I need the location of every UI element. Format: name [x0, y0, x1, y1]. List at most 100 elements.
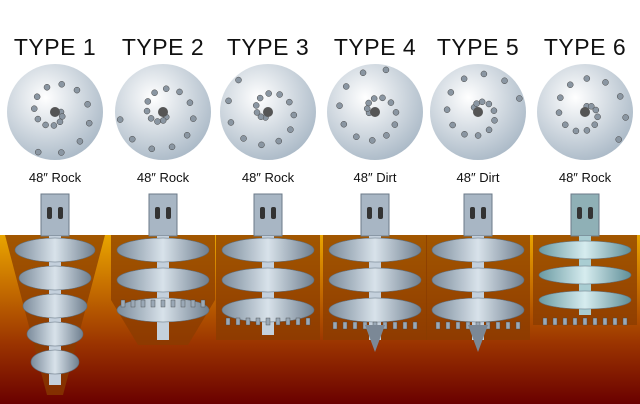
cutter-tooth [240, 135, 247, 142]
cutter-tooth [491, 117, 498, 124]
cutter-tooth [154, 118, 161, 125]
cutter-tooth [186, 99, 194, 106]
auger-flight [18, 265, 92, 291]
cutter-tooth [615, 136, 622, 143]
type-title: TYPE 3 [226, 34, 310, 60]
type-size-label: 48″ Rock [241, 170, 295, 185]
cutter-tooth [516, 95, 523, 102]
type-size-label: 48″ Dirt [353, 170, 397, 185]
pin-hole [470, 207, 475, 219]
cutter-tooth [168, 143, 176, 151]
cutter-tooth [387, 99, 395, 106]
cutting-tooth [582, 317, 588, 326]
cutter-tooth [257, 113, 265, 120]
cutting-tooth [515, 321, 521, 330]
cutter-tooth [616, 93, 624, 100]
cutter-tooth [461, 130, 468, 138]
cutter-tooth [365, 99, 372, 107]
cutter-tooth [340, 121, 348, 128]
cutter-tooth [129, 135, 136, 143]
cutter-tooth [622, 114, 629, 121]
cutter-tooth [592, 106, 600, 114]
cutter-tooth [359, 69, 367, 77]
pilot-bit [468, 325, 488, 352]
auger-flight [116, 267, 210, 293]
cutter-tooth [73, 86, 81, 94]
cutting-tooth [265, 317, 271, 326]
cutter-tooth [33, 93, 41, 100]
cutter-tooth [235, 76, 242, 84]
cutting-tooth [412, 321, 418, 330]
cutter-tooth [557, 94, 564, 101]
cutting-tooth [552, 317, 558, 326]
center-pilot [158, 107, 168, 117]
auger-flight [30, 349, 80, 375]
cutter-tooth [336, 102, 343, 109]
cutter-tooth [58, 149, 65, 156]
auger-flight [328, 237, 422, 263]
cutter-tooth [562, 121, 569, 129]
pilot-bit [365, 325, 385, 352]
cutting-tooth [235, 317, 241, 326]
cutting-tooth [225, 317, 231, 326]
kelly-box [253, 193, 283, 237]
type-title: TYPE 2 [121, 34, 205, 60]
cutter-tooth [252, 102, 260, 109]
auger-flight [116, 237, 210, 263]
cutter-tooth [443, 106, 451, 113]
cutting-tooth [342, 321, 348, 330]
cutter-tooth [478, 98, 486, 106]
cutter-tooth [449, 121, 456, 129]
auger-flight [538, 240, 632, 260]
cutting-tooth [140, 299, 146, 308]
cutter-tooth [353, 133, 360, 141]
cutter-tooth [485, 100, 493, 108]
cutter-tooth [34, 115, 42, 123]
cutter-tooth [256, 94, 264, 102]
cutting-tooth [402, 321, 408, 330]
cutter-tooth [34, 148, 42, 156]
auger-flight [14, 237, 96, 263]
cutting-tooth [200, 299, 206, 308]
type-size-label: 48″ Rock [136, 170, 190, 185]
cutter-tooth [287, 126, 294, 133]
cutter-tooth [58, 81, 65, 88]
cutter-tooth [342, 83, 350, 90]
auger-flight [26, 321, 84, 347]
cutter-tooth [56, 118, 64, 126]
cutter-tooth [76, 138, 84, 145]
cutter-tooth [159, 117, 167, 124]
cutter-tooth [58, 113, 66, 120]
cutter-tooth [583, 75, 591, 82]
cutter-tooth [183, 131, 191, 139]
auger-flight [221, 237, 315, 263]
auger-flight [328, 297, 422, 323]
auger-flight [328, 267, 422, 293]
cutter-tooth [591, 121, 598, 128]
pin-hole [58, 207, 63, 219]
center-pilot [473, 107, 483, 117]
pin-hole [260, 207, 265, 219]
cutter-tooth [363, 105, 371, 112]
cutter-tooth [50, 122, 58, 129]
kelly-box [570, 193, 600, 237]
type-title: TYPE 6 [543, 34, 627, 60]
cutting-tooth [285, 317, 291, 326]
cutter-tooth [392, 109, 400, 116]
auger-flight [22, 293, 88, 319]
cutter-tooth [474, 132, 482, 139]
cutter-tooth [84, 101, 91, 108]
cutting-tooth [572, 317, 578, 326]
auger-flight [538, 290, 632, 310]
cutter-tooth [43, 84, 51, 91]
type-title: TYPE 1 [13, 34, 97, 60]
cutter-tooth [253, 109, 261, 116]
cutting-tooth [542, 317, 548, 326]
cutting-tooth [352, 321, 358, 330]
cutting-tooth [255, 317, 261, 326]
cutting-tooth [130, 299, 136, 308]
pin-hole [481, 207, 486, 219]
kelly-box [463, 193, 493, 237]
cutter-tooth [143, 107, 151, 115]
cutter-tooth [379, 94, 386, 102]
